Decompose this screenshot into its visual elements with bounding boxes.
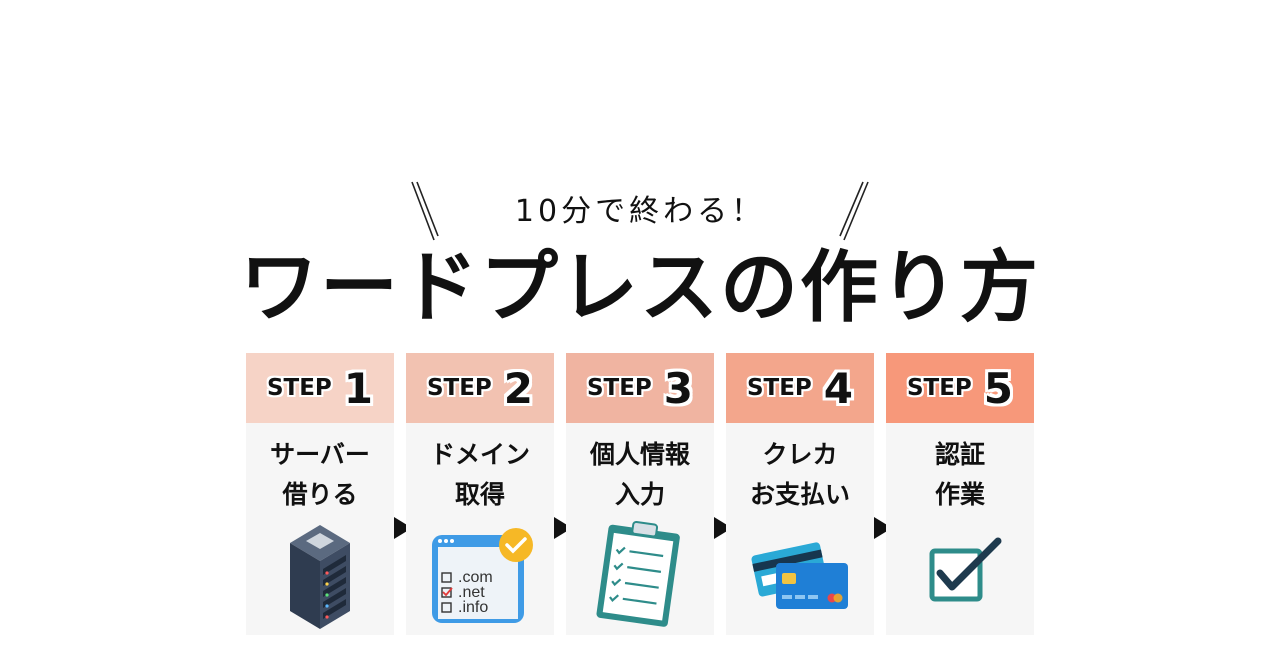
step-label-line1: クレカ — [762, 440, 838, 469]
domain-browser-icon: .com .net .info — [432, 528, 533, 623]
tld-com: .com — [458, 569, 493, 586]
step-label-line1: ドメイン — [429, 440, 530, 469]
step-card-3: STEP 3 個人情報 入力 — [566, 353, 714, 635]
clipboard-checklist-icon — [596, 520, 680, 627]
step-card-2: STEP 2 ドメイン 取得 .com .net .info — [406, 353, 554, 635]
step-word: STEP — [746, 375, 812, 401]
step-label-line2: 作業 — [934, 480, 985, 509]
credit-cards-icon — [751, 542, 848, 609]
step-card-4: STEP 4 クレカ お支払い — [726, 353, 874, 635]
subtitle: 10分で終わる！ — [514, 194, 766, 229]
checkbox-checked-icon — [929, 537, 1002, 602]
step-header: STEP 5 — [886, 353, 1034, 423]
step-label-line1: 個人情報 — [589, 440, 690, 469]
step-number: 3 — [663, 363, 694, 413]
step-label-line2: お支払い — [749, 480, 850, 509]
server-icon — [290, 525, 350, 629]
step-label: 個人情報 入力 — [566, 435, 714, 517]
tld-info: .info — [458, 599, 488, 616]
left-emphasis-slash — [411, 181, 439, 241]
step-label-line2: 入力 — [614, 480, 665, 509]
tld-net: .net — [458, 584, 485, 601]
step-label: クレカ お支払い — [726, 435, 874, 517]
step-header: STEP 4 — [726, 353, 874, 423]
step-label: 認証 作業 — [886, 435, 1034, 517]
page-title: ワードプレスの作り方 — [239, 243, 1040, 333]
step-label-line1: サーバー — [270, 440, 370, 469]
step-word: STEP — [426, 375, 492, 401]
step-word: STEP — [586, 375, 652, 401]
step-header: STEP 1 — [246, 353, 394, 423]
step-number: 1 — [343, 363, 374, 413]
step-label-line1: 認証 — [934, 440, 985, 469]
step-label-line2: 取得 — [454, 480, 505, 509]
step-label-line2: 借りる — [282, 480, 358, 509]
subtitle-area: 10分で終わる！ — [0, 180, 1280, 241]
step-number: 4 — [823, 363, 854, 413]
step-number: 2 — [503, 363, 534, 413]
step-card-1: STEP 1 サーバー 借りる — [246, 353, 394, 635]
step-word: STEP — [906, 375, 972, 401]
right-emphasis-slash — [839, 181, 869, 241]
step-word: STEP — [266, 375, 332, 401]
step-number: 5 — [983, 363, 1014, 413]
step-label: ドメイン 取得 — [406, 435, 554, 517]
step-header: STEP 3 — [566, 353, 714, 423]
step-header: STEP 2 — [406, 353, 554, 423]
step-label: サーバー 借りる — [246, 435, 394, 517]
step-card-5: STEP 5 認証 作業 — [886, 353, 1034, 635]
